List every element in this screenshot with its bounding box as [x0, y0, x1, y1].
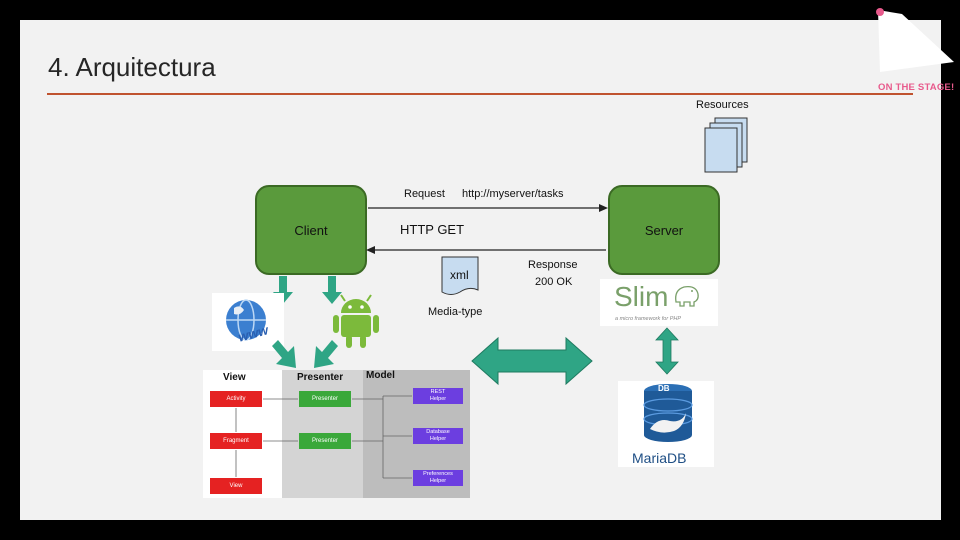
- model-item-rest-line2: Helper: [429, 396, 447, 402]
- arrow-diag-down-left: [314, 340, 338, 368]
- model-item-preferences: Preferences Helper: [413, 470, 463, 486]
- model-item-preferences-line2: Helper: [429, 478, 447, 484]
- logo-icon: [876, 8, 954, 72]
- client-node: Client: [255, 185, 367, 275]
- request-label: Request: [404, 188, 445, 200]
- presenter-item-1: Presenter: [299, 391, 351, 407]
- media-type-label: Media-type: [428, 306, 483, 318]
- slide-title: 4. Arquitectura: [48, 52, 216, 82]
- android-icon: [333, 294, 379, 348]
- model-item-preferences-line1: Preferences: [423, 471, 453, 477]
- documents-icon: [704, 117, 748, 173]
- logo-text: ON THE STAGE!: [878, 82, 955, 93]
- mariadb-text: MariaDB: [632, 450, 687, 466]
- xml-document-icon: [441, 256, 479, 295]
- model-item-database-line2: Helper: [429, 436, 447, 442]
- arrow-diag-down-right: [272, 340, 296, 368]
- model-item-rest-line1: REST: [430, 389, 446, 395]
- slim-logo: [600, 279, 718, 326]
- vertical-bidirectional-arrow: [655, 327, 679, 375]
- elephant-icon: [675, 286, 699, 307]
- request-url: http://myserver/tasks: [462, 188, 564, 200]
- slim-text: Slim: [614, 281, 669, 312]
- model-header: Model: [366, 370, 395, 381]
- model-item-rest: REST Helper: [413, 388, 463, 404]
- xml-label: xml: [450, 268, 469, 282]
- slide: [20, 20, 941, 520]
- server-label: Server: [644, 222, 684, 238]
- database-icon: [643, 384, 693, 442]
- request-arrow: [368, 204, 608, 212]
- model-item-database-line1: Database: [426, 429, 450, 435]
- slim-tagline: a micro framework for PHP: [615, 316, 682, 322]
- response-status: 200 OK: [535, 276, 573, 288]
- resources-label: Resources: [696, 99, 749, 111]
- response-arrow: [366, 246, 606, 254]
- server-node: Server: [608, 185, 720, 275]
- mvp-connectors: [235, 395, 412, 479]
- response-label: Response: [528, 259, 578, 271]
- bidirectional-arrow: [471, 336, 593, 386]
- globe-icon: [226, 299, 266, 341]
- mvp-diagram: View Presenter Model Activity Fragment V…: [203, 370, 470, 498]
- view-item-fragment: Fragment: [210, 433, 262, 449]
- method-label: HTTP GET: [400, 222, 465, 237]
- presenter-header: Presenter: [297, 372, 344, 383]
- arrow-down-right: [322, 276, 342, 304]
- view-item-view: View: [210, 478, 262, 494]
- db-badge: DB: [658, 384, 670, 393]
- view-header: View: [223, 372, 246, 383]
- model-item-database: Database Helper: [413, 428, 463, 444]
- view-item-activity: Activity: [210, 391, 262, 407]
- client-label: Client: [294, 222, 328, 238]
- title-underline: [47, 93, 913, 95]
- presenter-item-2: Presenter: [299, 433, 351, 449]
